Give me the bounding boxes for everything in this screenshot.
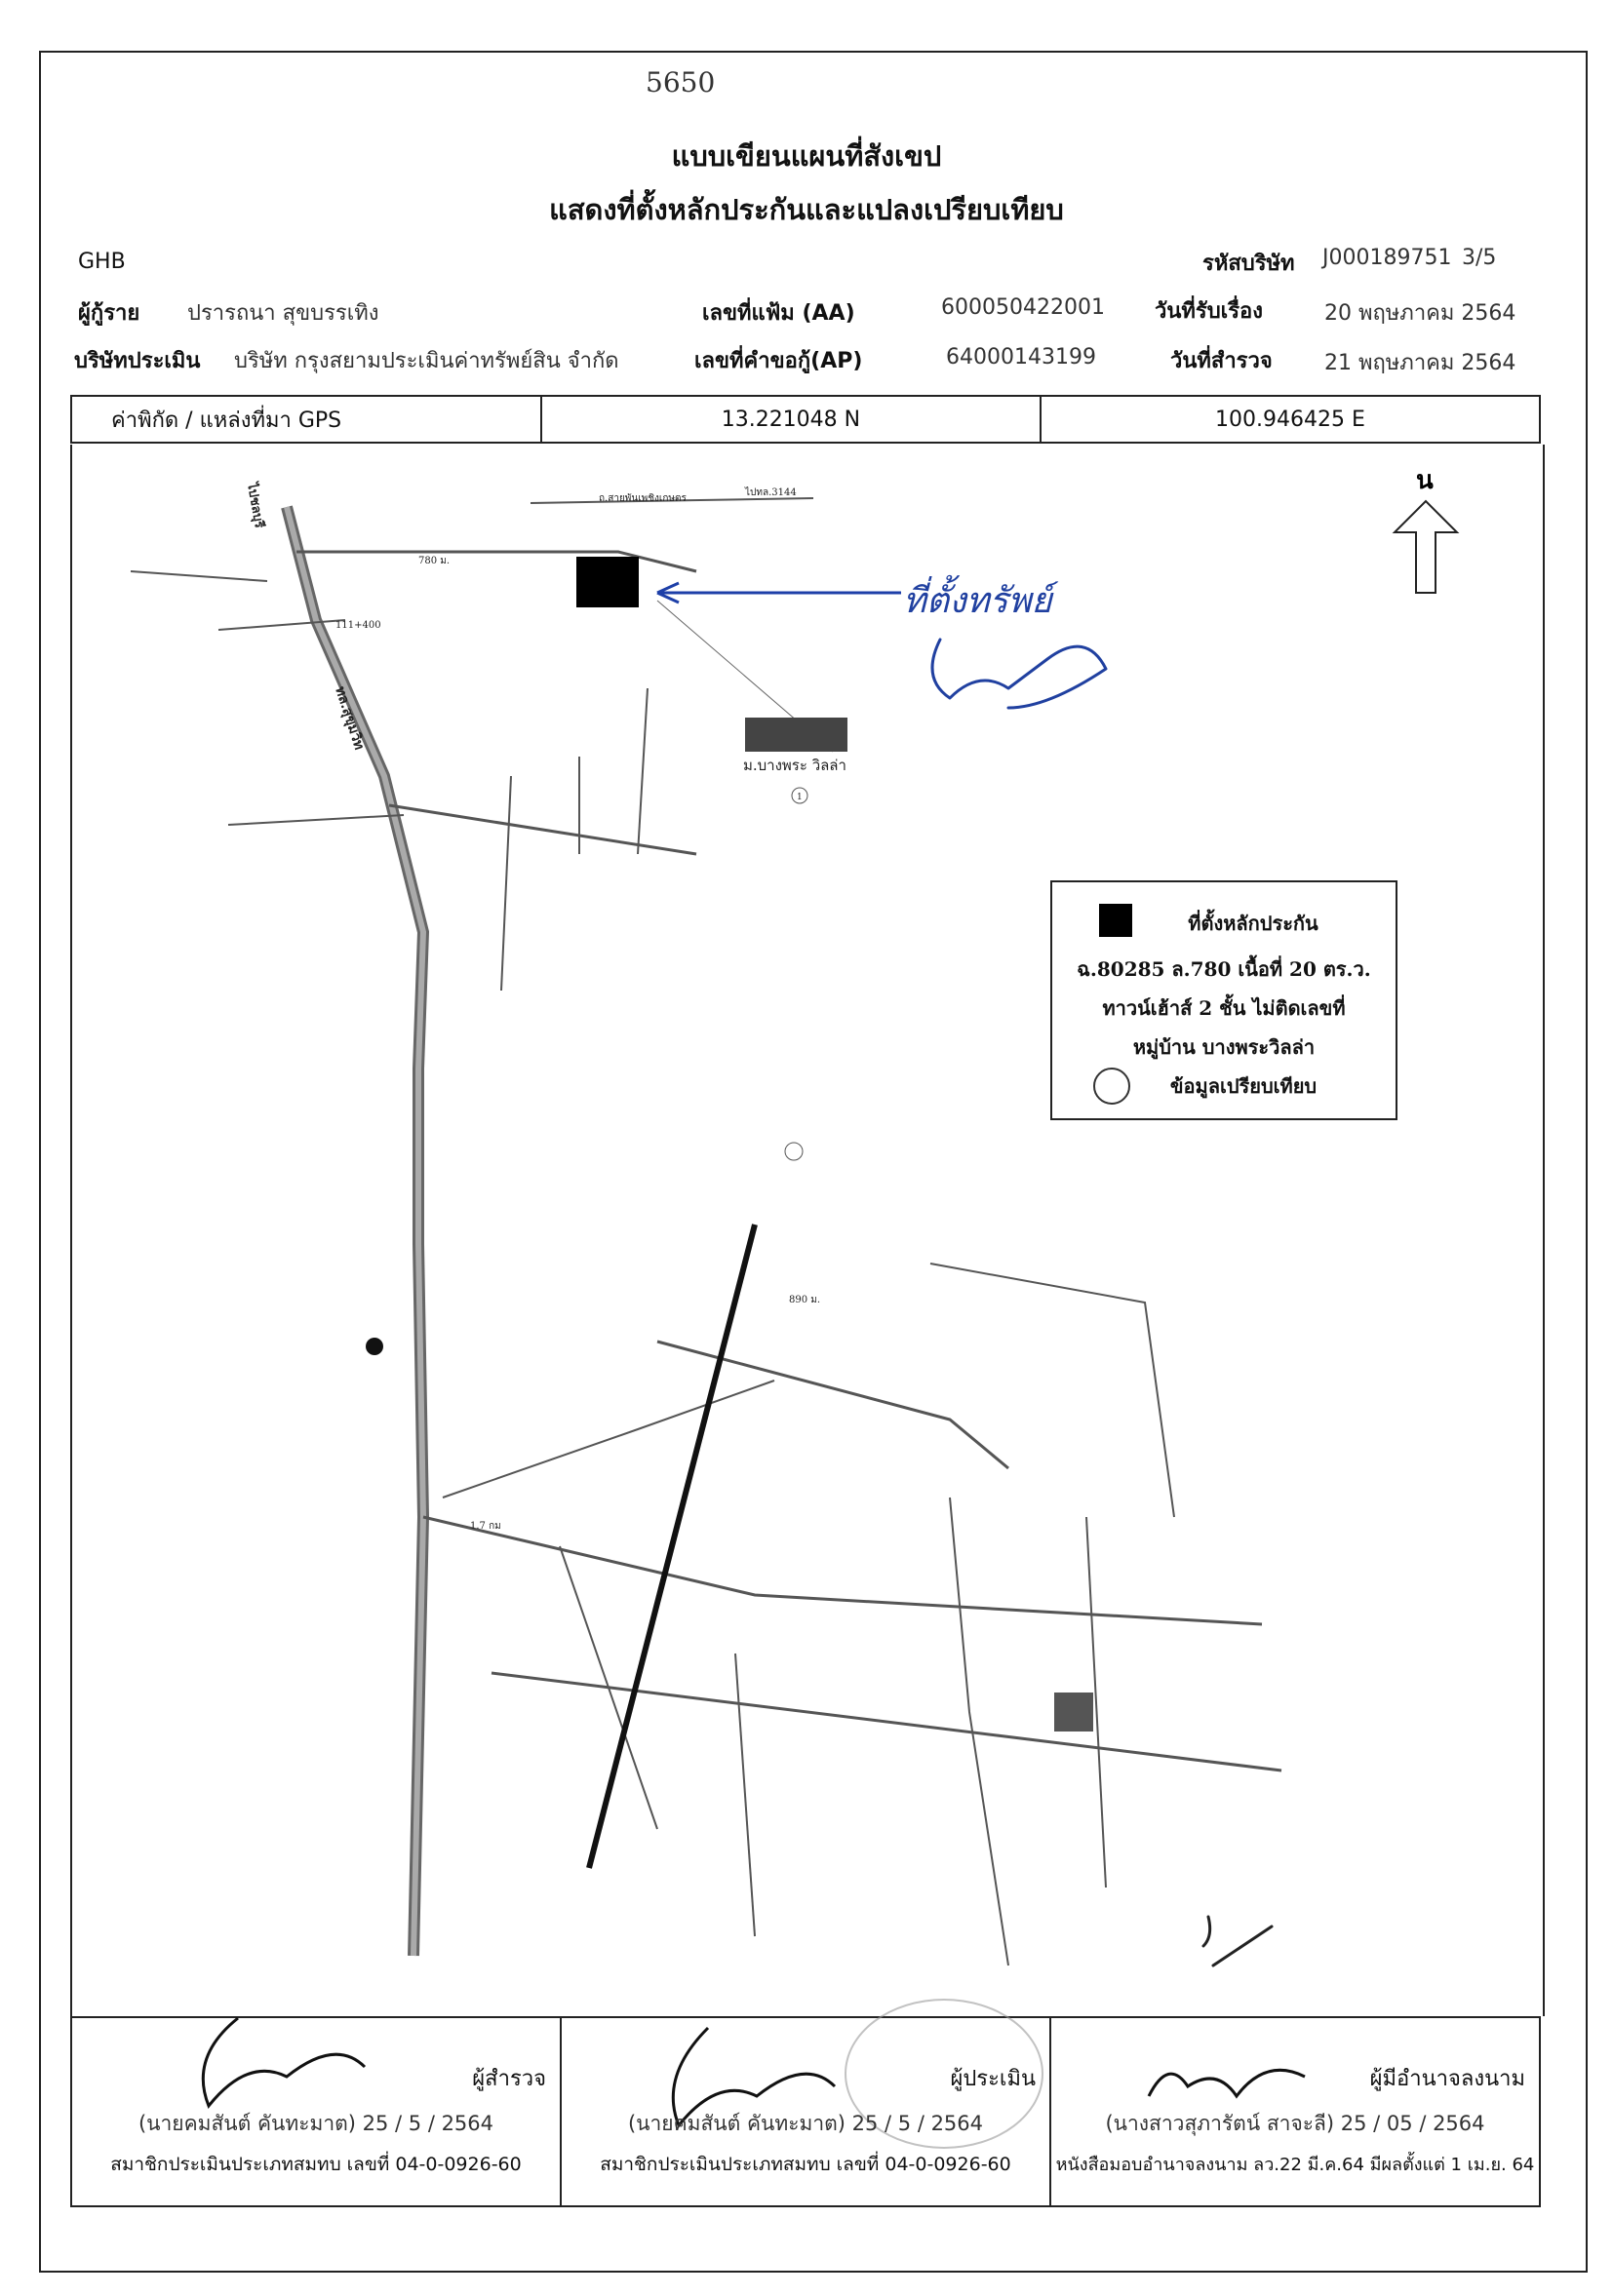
handwritten-note: ที่ตั้งทรัพย์ (903, 574, 1059, 621)
page-subtitle: แสดงที่ตั้งหลักประกันและแปลงเปรียบเทียบ (549, 193, 1064, 226)
legend-line-2: ฉ.80285 ล.780 เนื้อที่ 20 ตร.ว. (1077, 957, 1371, 981)
road-top (296, 550, 697, 573)
legend-collateral-swatch (1099, 904, 1132, 937)
signature-authorized (1147, 2068, 1306, 2099)
north-label: น (1416, 466, 1434, 495)
map-label-road-top: ถ.สายพันเพชิงเกษตร (599, 493, 687, 504)
file-no: 600050422001 (941, 295, 1105, 320)
collateral-location-marker (576, 557, 639, 607)
gps-longitude: 100.946425 E (1039, 395, 1542, 444)
loan-request-label: เลขที่คำขอกู้(AP) (694, 349, 863, 373)
received-date-label: วันที่รับเรื่อง (1155, 299, 1263, 324)
file-no-label: เลขที่แฟ้ม (AA) (702, 301, 855, 326)
borrower-name: ปรารถนา สุขบรรเทิง (187, 301, 379, 326)
signature-surveyor (201, 2016, 367, 2109)
bank-name: GHB (78, 250, 126, 274)
map-legend: ที่ตั้งหลักประกัน ฉ.80285 ล.780 เนื้อที่… (1050, 880, 1397, 1120)
map-label-km: 111+400 (335, 620, 381, 631)
loan-request-no: 64000143199 (946, 345, 1096, 370)
legend-line-4: หมู่บ้าน บางพระวิลล่า (1132, 1035, 1316, 1059)
map-comparison-no: 1 (797, 793, 803, 802)
appraiser-company: บริษัท กรุงสยามประเมินค่าทรัพย์สิน จำกัด (234, 349, 619, 373)
appraiser-name: (นายคมสันต์ คันทะมาต) 25 / 5 / 2564 (627, 2112, 984, 2135)
signature-appraiser (671, 2026, 837, 2128)
borrower-label: ผู้กู้ราย (78, 301, 140, 326)
map-label-to-road: ไปทล.3144 (744, 486, 797, 498)
gps-latitude: 13.221048 N (539, 395, 1042, 444)
legend-line-5: ข้อมูลเปรียบเทียบ (1169, 1074, 1318, 1098)
landmark-building (1054, 1693, 1093, 1732)
appraiser-company-label: บริษัทประเมิน (74, 349, 201, 373)
authorized-name: (นางสาวสุภารัตน์ สาจะลี) 25 / 05 / 2564 (1105, 2112, 1485, 2135)
map-village-label: ม.บางพระ วิลล่า (743, 757, 846, 774)
map-label-890: 890 ม. (789, 1295, 820, 1305)
map-label-17km: 1.7 กม (470, 1521, 501, 1532)
appraiser-role: ผู้ประเมิน (950, 2067, 1036, 2091)
signature-block-authorized: ผู้มีอำนาจลงนาม (นางสาวสุภารัตน์ สาจะลี)… (1049, 2016, 1541, 2207)
north-arrow (1392, 499, 1460, 594)
map-label-to-chonburi: ไปชลบุรี (244, 480, 268, 529)
appraiser-member: สมาชิกประเมินประเภทสมทบ เลขที่ 04-0-0926… (600, 2154, 1011, 2175)
page-frame (39, 51, 1588, 2273)
received-date: 20 พฤษภาคม 2564 (1324, 301, 1516, 326)
gps-label: ค่าพิกัด / แหล่งที่มา GPS (70, 395, 542, 444)
authorized-role: ผู้มีอำนาจลงนาม (1369, 2067, 1525, 2091)
page-number: 3/5 (1462, 246, 1497, 270)
surveyor-member: สมาชิกประเมินประเภทสมทบ เลขที่ 04-0-0926… (110, 2154, 522, 2175)
village-marker (745, 718, 847, 752)
signature-table: ผู้สำรวจ (นายคมสันต์ คันทะมาต) 25 / 5 / … (70, 1999, 1541, 2207)
legend-line-3: ทาวน์เฮ้าส์ 2 ชั้น ไม่ติดเลขที่ (1102, 996, 1346, 1020)
legend-line-1: ที่ตั้งหลักประกัน (1188, 912, 1318, 935)
gps-table: ค่าพิกัด / แหล่งที่มา GPS 13.221048 N 10… (70, 395, 1542, 444)
legend-comparison-circle (1093, 1068, 1130, 1105)
company-code-label: รหัสบริษัท (1202, 252, 1295, 276)
surveyor-role: ผู้สำรวจ (472, 2067, 546, 2091)
survey-date-label: วันที่สำรวจ (1170, 349, 1273, 373)
company-code: J000189751 (1322, 246, 1452, 270)
signature-block-appraiser: ผู้ประเมิน (นายคมสันต์ คันทะมาต) 25 / 5 … (560, 1999, 1051, 2207)
company-stamp (845, 1999, 1043, 2149)
surveyor-name: (นายคมสันต์ คันทะมาต) 25 / 5 / 2564 (138, 2112, 494, 2135)
survey-date: 21 พฤษภาคม 2564 (1324, 351, 1516, 375)
railway (586, 1224, 758, 1869)
comparison-marker (791, 787, 808, 804)
sketch-map: ถ.สายพันเพชิงเกษตร ไปทล.3144 780 ม. 111+… (130, 466, 1460, 1967)
doc-number-handwritten: 5650 (646, 66, 716, 98)
page-title: แบบเขียนแผนที่สังเขป (671, 139, 942, 173)
authorized-member: หนังสือมอบอำนาจลงนาม ลว.22 มี.ค.64 มีผลต… (1055, 2155, 1535, 2175)
signature-block-surveyor: ผู้สำรวจ (นายคมสันต์ คันทะมาต) 25 / 5 / … (70, 2016, 562, 2207)
map-label-780: 780 ม. (418, 556, 450, 566)
map-area: ถ.สายพันเพชิงเกษตร ไปทล.3144 780 ม. 111+… (70, 445, 1545, 2016)
